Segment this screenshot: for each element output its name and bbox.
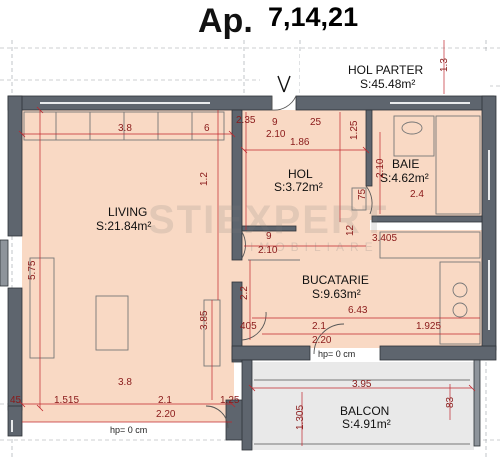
dim-2-20-kitchen: 2.20 xyxy=(312,335,332,346)
apartment-title-prefix: Ap. xyxy=(198,2,253,40)
room-bucatarie-area: S:9.63m² xyxy=(312,287,361,301)
dim-2-1-bottom: 2.1 xyxy=(158,395,172,406)
dim-1-515: 1.515 xyxy=(54,395,80,406)
level-marker-living: hp= 0 cm xyxy=(110,425,148,435)
room-hol-parter-area: S:45.48m² xyxy=(360,77,416,91)
room-hol-name: HOL xyxy=(288,167,313,181)
door-baie xyxy=(365,185,373,215)
hol-parter-floor xyxy=(300,52,490,94)
room-balcon-area: S:4.91m² xyxy=(342,417,391,431)
room-baie-name: BAIE xyxy=(392,157,420,171)
balcon-floor xyxy=(252,362,474,450)
dim-2-10-top: 2.10 xyxy=(266,129,286,140)
wall-living-hol xyxy=(231,109,243,261)
room-living-name: LIVING xyxy=(108,205,148,219)
baie-wc xyxy=(351,187,367,211)
door-entrance xyxy=(271,95,297,111)
balcon-parapet xyxy=(473,359,481,447)
dim-1-25-bottom: 1.25 xyxy=(220,395,240,406)
dim-83: 83 xyxy=(445,396,456,408)
wall-bottom-living xyxy=(7,405,23,437)
door-balcony-2 xyxy=(313,323,345,355)
dim-2-1-kitchen: 2.1 xyxy=(312,321,326,332)
dim-1-12: 12 xyxy=(345,224,356,236)
dim-9-top: 9 xyxy=(272,117,278,128)
dim-3-405: 3.405 xyxy=(372,233,398,244)
dim-1-25-top: 1.25 xyxy=(349,120,360,140)
watermark-subtitle: IMOBILIARE xyxy=(250,240,379,254)
dim-3-95: 3.95 xyxy=(352,379,372,390)
dim-1-2: 1.2 xyxy=(199,172,210,186)
kitchen-side-counter xyxy=(439,261,481,345)
room-baie-area: S:4.62m² xyxy=(380,171,429,185)
baie-sink xyxy=(401,121,423,135)
wall-hol-baie xyxy=(365,109,373,187)
wall-hol-kitchen xyxy=(241,225,297,232)
baie-shower xyxy=(435,115,481,215)
living-table xyxy=(95,295,129,351)
kitchen-hob xyxy=(452,282,468,298)
dim-45: 45 xyxy=(10,395,22,406)
dimension-lines xyxy=(22,40,480,446)
dim-1-3: 1.3 xyxy=(439,58,450,72)
walls xyxy=(0,95,497,451)
baie-floor xyxy=(370,110,482,220)
level-marker-kitchen: hp= 0 cm xyxy=(318,349,356,359)
hol-floor xyxy=(234,110,370,230)
dim-6-43: 6.43 xyxy=(348,305,368,316)
dim-2-4: 2.4 xyxy=(410,189,424,200)
wall-left-lower xyxy=(7,287,23,411)
room-bucatarie-name: BUCATARIE xyxy=(302,273,369,287)
wall-kitchen-bottom-right xyxy=(379,345,497,361)
dim-1-86: 1.86 xyxy=(290,137,310,148)
dim-3-85: 3.85 xyxy=(199,310,210,330)
watermark-logo: STIEXPERT xyxy=(148,198,389,242)
dim-1-305: 1.305 xyxy=(295,404,306,430)
dim-5-75: 5.75 xyxy=(27,260,38,280)
dim-405: 405 xyxy=(240,321,257,332)
apartment-title-numbers: 7,14,21 xyxy=(268,2,359,32)
room-hol-parter-name: HOL PARTER xyxy=(348,63,424,77)
room-balcon-name: BALCON xyxy=(340,404,390,418)
entrance-arrow-icon xyxy=(277,75,291,93)
dim-living-width-top: 3.8 xyxy=(118,123,132,134)
dimension-ticks xyxy=(18,106,476,412)
pillar-left xyxy=(0,239,9,287)
wall-living-kitchen xyxy=(231,281,243,363)
dim-2-10-mid: 2.10 xyxy=(258,245,278,256)
living-sofa xyxy=(29,257,55,359)
door-kitchen-living xyxy=(241,311,267,341)
wall-kitchen-bottom-left xyxy=(231,345,311,361)
wall-left-upper xyxy=(7,95,23,237)
bucatarie-floor xyxy=(234,230,482,348)
dim-75: 75 xyxy=(357,188,368,200)
living-floor xyxy=(22,110,234,422)
floor-areas xyxy=(22,52,490,450)
dim-2-2: 2.2 xyxy=(239,286,250,300)
dim-2-20-bottom: 2.20 xyxy=(156,409,176,420)
doors xyxy=(205,95,373,429)
room-living-area: S:21.84m² xyxy=(96,219,152,233)
furniture xyxy=(23,111,481,445)
dim-2-10-baie: 2.10 xyxy=(375,158,386,178)
kitchen-counter xyxy=(379,231,481,259)
dim-9-mid: 9 xyxy=(266,231,272,242)
door-balcony xyxy=(205,405,229,429)
windows xyxy=(11,102,490,432)
baie-bathtub xyxy=(393,115,435,157)
dim-1-925: 1.925 xyxy=(416,321,442,332)
room-hol-area: S:3.72m² xyxy=(274,180,323,194)
door-living xyxy=(241,231,246,259)
dim-25: 25 xyxy=(310,117,322,128)
dim-6: 6 xyxy=(204,123,210,134)
balcon-wall-left xyxy=(241,359,253,451)
wall-baie-bottom xyxy=(371,215,483,223)
dim-2-35: 2.35 xyxy=(236,115,256,126)
dim-living-width-bottom: 3.8 xyxy=(118,377,132,388)
